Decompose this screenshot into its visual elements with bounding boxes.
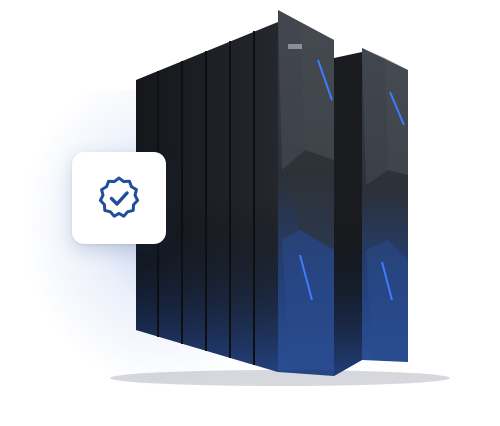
verified-check-icon [98,176,140,218]
verified-badge-card [72,152,166,244]
